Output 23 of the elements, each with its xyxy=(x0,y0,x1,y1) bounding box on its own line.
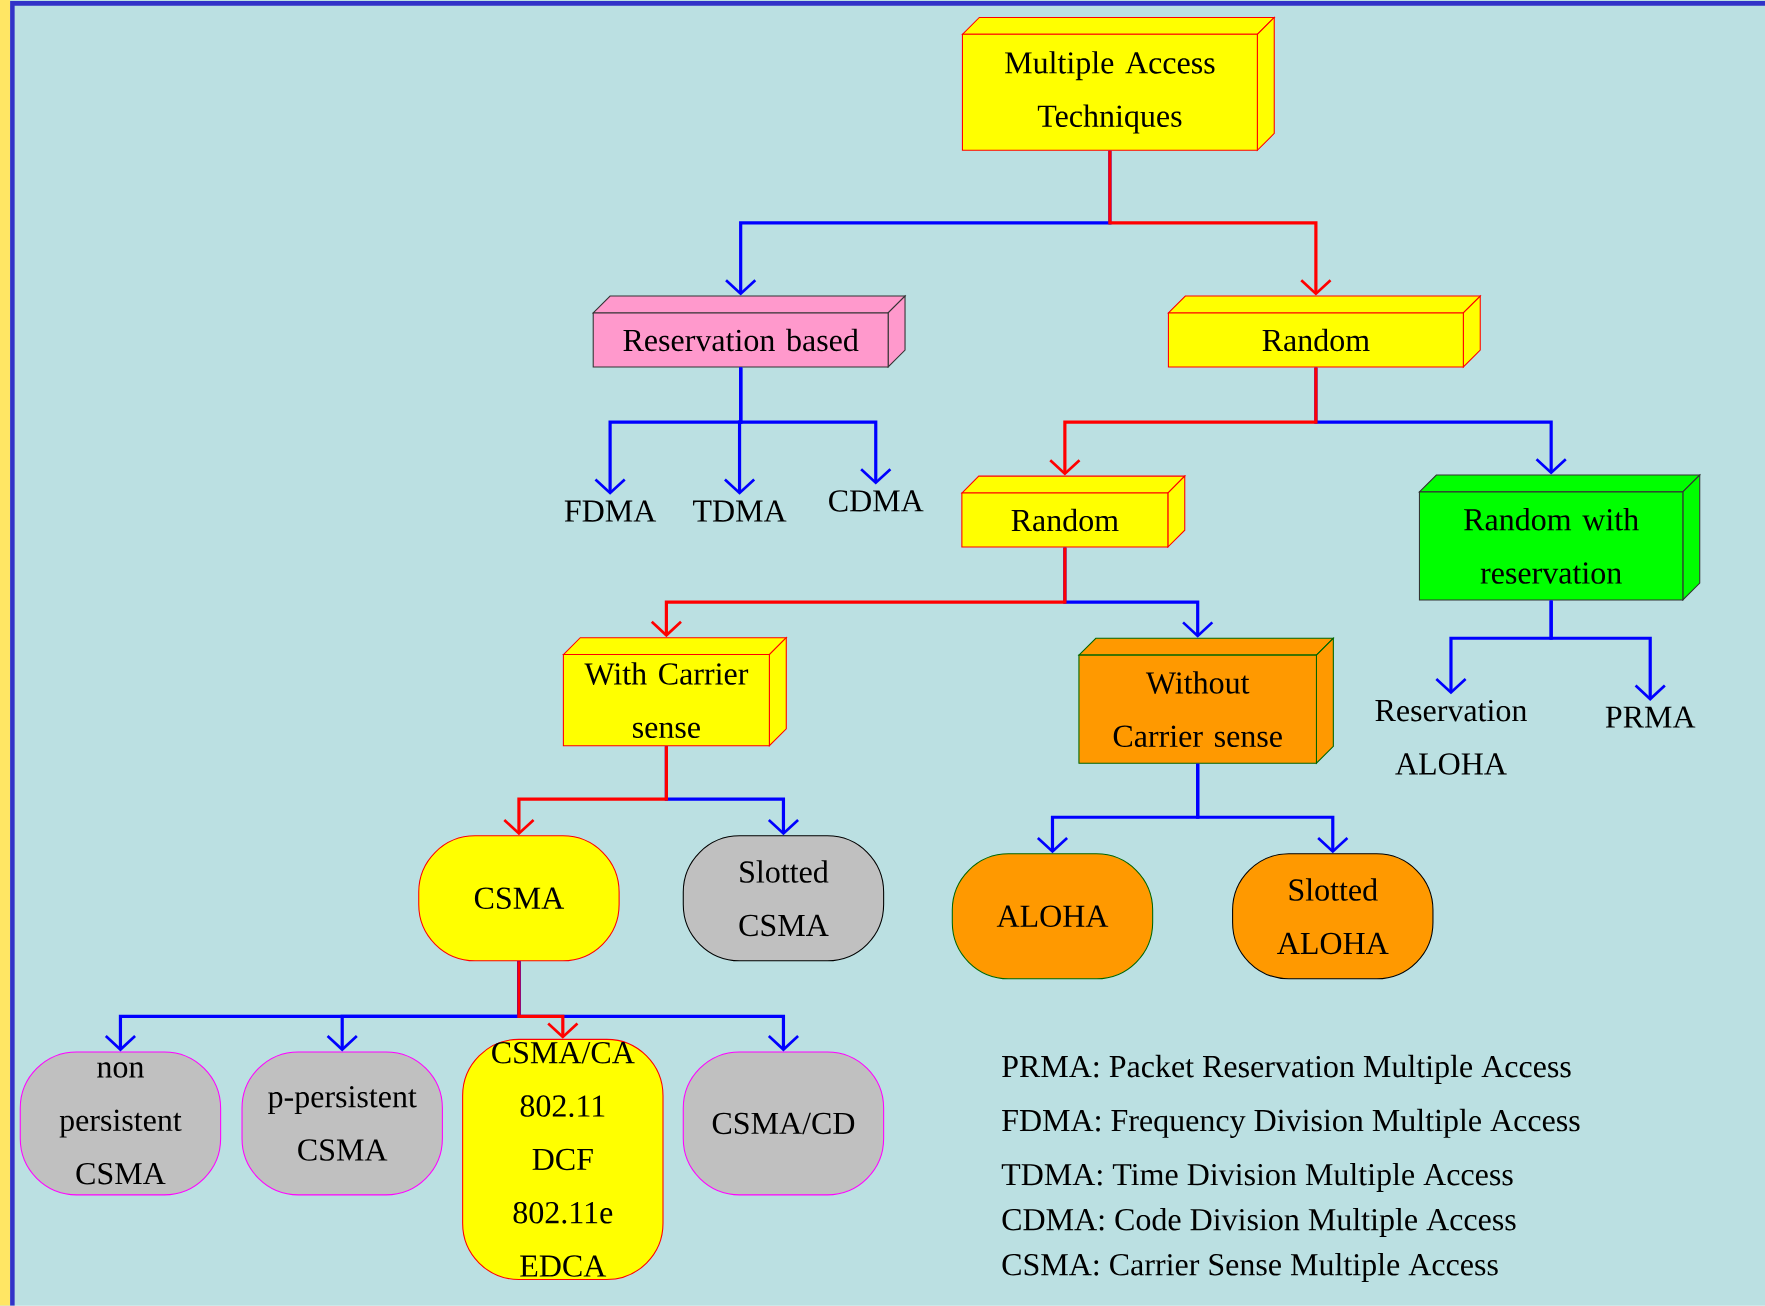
rounded-box: non persistent CSMA xyxy=(19,1051,222,1196)
arrow xyxy=(1049,367,1318,476)
arrow xyxy=(1196,763,1349,854)
label-text: PRMA xyxy=(1605,706,1696,728)
rounded-box: CSMA/CA 802.11 DCF 802.11e EDCA xyxy=(462,1038,664,1281)
abbreviation-note: TDMA: Time Division Multiple Access xyxy=(1001,1163,1513,1193)
abbreviation-note: CSMA: Carrier Sense Multiple Access xyxy=(1002,1253,1498,1283)
rounded-box: CSMA xyxy=(418,835,620,962)
label-text: TDMA xyxy=(693,500,787,522)
arrow xyxy=(739,367,892,485)
arrow xyxy=(503,746,668,836)
label-text: CDMA xyxy=(829,490,924,512)
rounded-box: p-persistent CSMA xyxy=(241,1051,443,1196)
label-text: FDMA xyxy=(564,500,657,522)
arrow xyxy=(1108,150,1332,296)
abbreviation-note: PRMA: Packet Reservation Multiple Access xyxy=(1002,1055,1571,1084)
arrow xyxy=(650,547,1067,638)
arrow xyxy=(1549,600,1666,701)
label-text: Reservation ALOHA xyxy=(1375,700,1527,775)
abbreviation-note: CDMA: Code Division Multiple Access xyxy=(1002,1208,1516,1238)
rounded-box: CSMA/CD xyxy=(682,1051,885,1196)
arrow xyxy=(517,961,579,1039)
abbreviation-note: FDMA: Frequency Division Multiple Access xyxy=(1002,1108,1580,1139)
